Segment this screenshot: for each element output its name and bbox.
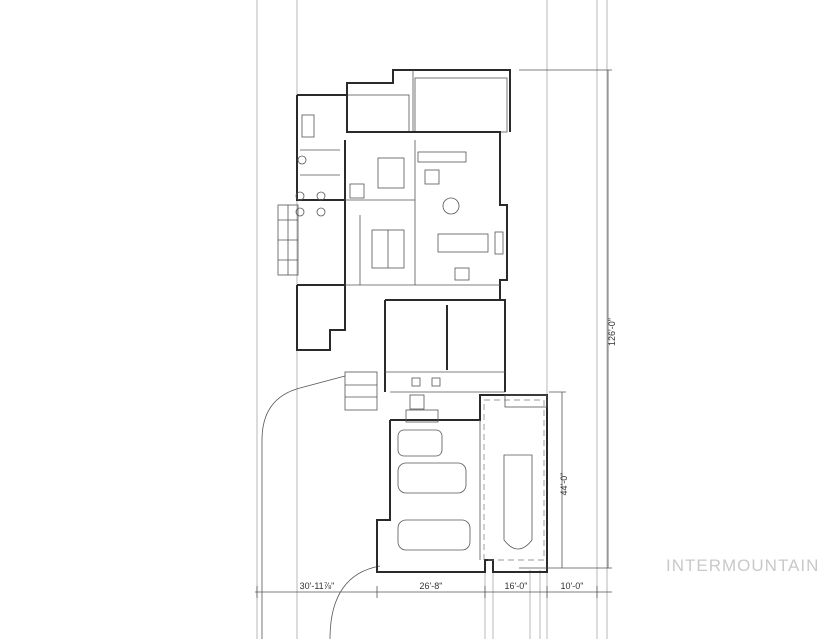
dimension-lines <box>255 69 612 598</box>
watermark: INTERMOUNTAIN <box>666 556 820 575</box>
driveway <box>261 375 381 639</box>
overall-depth-label: 126'-0" <box>607 318 617 346</box>
furnishings <box>277 114 504 423</box>
garage-vehicles <box>397 399 545 561</box>
house-outline <box>296 69 548 573</box>
garage-depth-label: 44'-0" <box>559 473 569 496</box>
garage-width-label: 16'-0" <box>505 581 528 591</box>
house-width-label: 26'-8" <box>420 581 443 591</box>
right-setback-label: 10'-0" <box>561 581 584 591</box>
left-setback-label: 30'-11⅞" <box>300 581 335 591</box>
